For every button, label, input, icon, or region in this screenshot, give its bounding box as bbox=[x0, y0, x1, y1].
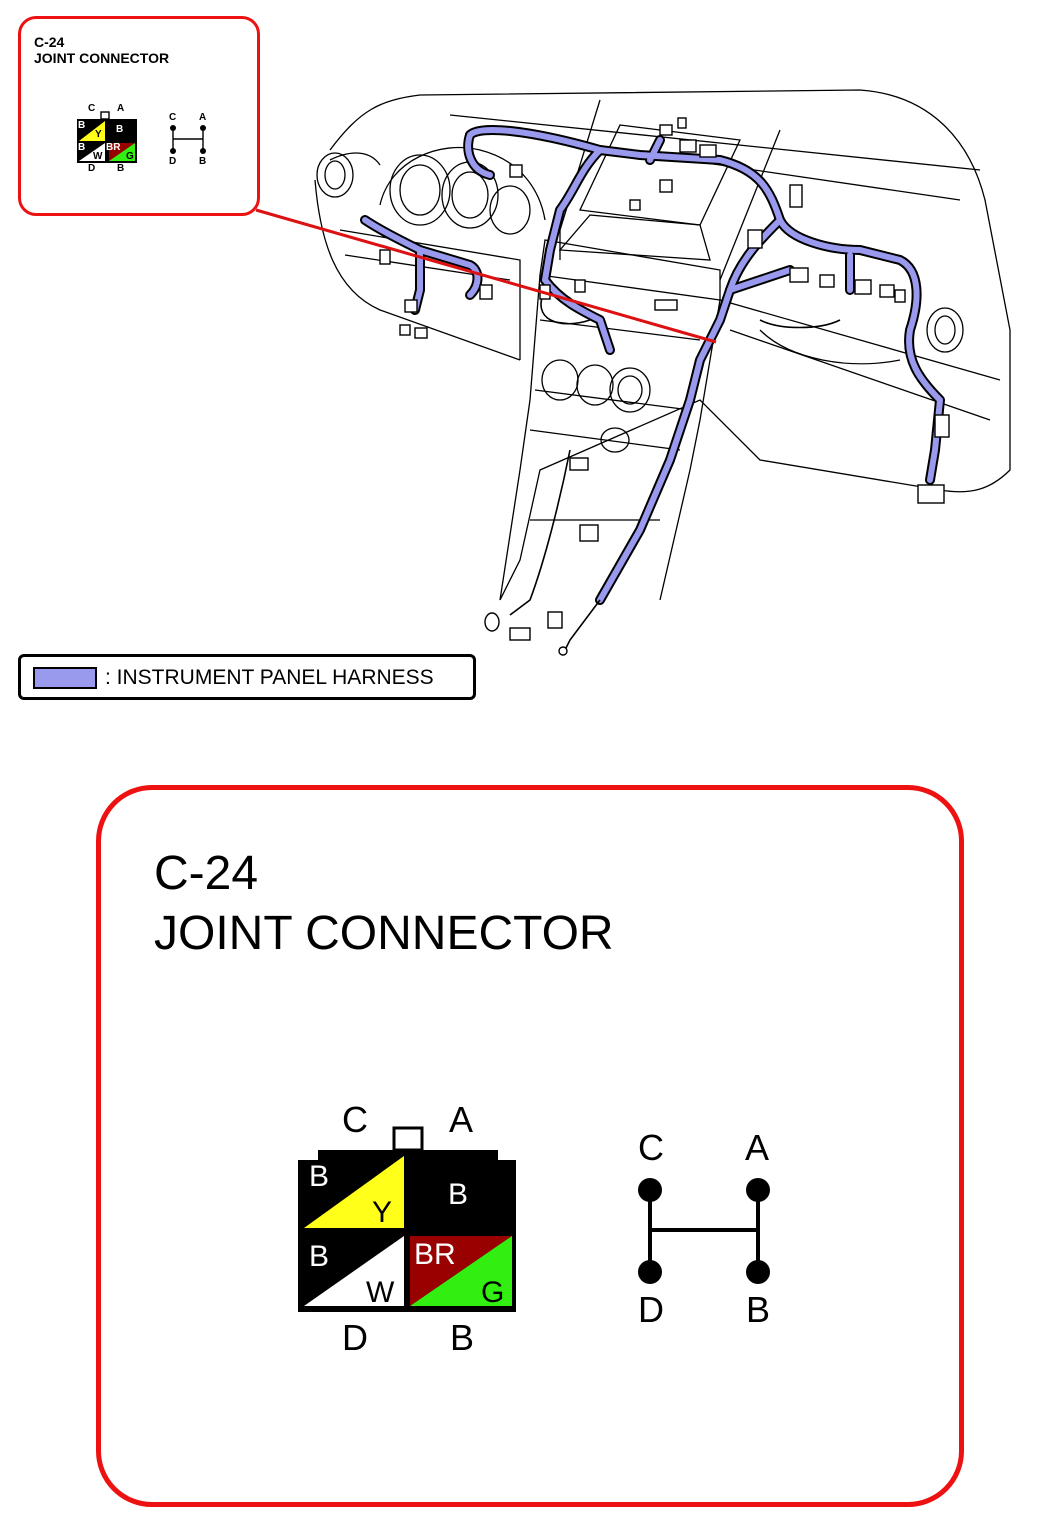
small-schematic-label-d: D bbox=[169, 156, 177, 167]
small-cell-b-upper: BR bbox=[106, 142, 121, 153]
cell-d-upper-color: B bbox=[309, 1240, 330, 1273]
cell-d-white-region bbox=[304, 1236, 404, 1306]
small-cell-a-label: B bbox=[116, 124, 124, 135]
small-cell-d-upper: B bbox=[78, 142, 86, 153]
small-callout-name: JOINT CONNECTOR bbox=[34, 50, 170, 66]
cell-c-yellow-region bbox=[304, 1156, 404, 1228]
small-callout-code: C-24 bbox=[34, 34, 65, 50]
schematic-node-d bbox=[638, 1260, 662, 1284]
schematic-label-c: C bbox=[638, 1127, 664, 1168]
terminal-label-c: C bbox=[342, 1099, 368, 1140]
schematic-node-c bbox=[638, 1178, 662, 1202]
cell-a-color: B bbox=[448, 1178, 469, 1211]
small-cell-c-lower: Y bbox=[95, 129, 102, 140]
schematic-node-b bbox=[746, 1260, 770, 1284]
cell-d-lower-color: W bbox=[366, 1276, 395, 1309]
cell-c-lower-color: Y bbox=[372, 1196, 393, 1229]
schematic-label-b: B bbox=[746, 1289, 771, 1330]
cell-b-green-region bbox=[410, 1236, 512, 1306]
schematic-node-a bbox=[746, 1178, 770, 1202]
schematic-label-a: A bbox=[745, 1127, 770, 1168]
small-cell-d-lower: W bbox=[93, 151, 103, 162]
small-terminal-label-a: A bbox=[117, 103, 125, 114]
harness-legend: : INSTRUMENT PANEL HARNESS bbox=[18, 654, 476, 700]
harness-legend-swatch bbox=[33, 667, 97, 689]
small-cell-b-lower: G bbox=[126, 151, 134, 162]
harness-legend-text: : INSTRUMENT PANEL HARNESS bbox=[105, 666, 434, 689]
cell-b-upper-color: BR bbox=[414, 1238, 456, 1271]
small-schematic-label-b: B bbox=[199, 156, 207, 167]
cell-b-lower-color: G bbox=[481, 1276, 505, 1309]
schematic-label-d: D bbox=[638, 1289, 664, 1330]
large-connector-callout bbox=[96, 785, 964, 1507]
small-cell-c-upper: B bbox=[78, 120, 86, 131]
small-schematic-label-c: C bbox=[169, 112, 177, 123]
large-callout-name: JOINT CONNECTOR bbox=[154, 907, 614, 960]
terminal-label-b: B bbox=[450, 1317, 475, 1358]
cell-c-upper-color: B bbox=[309, 1160, 330, 1193]
small-terminal-label-c: C bbox=[88, 103, 96, 114]
large-callout-code: C-24 bbox=[154, 847, 259, 900]
small-schematic-label-a: A bbox=[199, 112, 207, 123]
small-connector-callout bbox=[18, 16, 260, 216]
small-terminal-label-b: B bbox=[117, 163, 125, 174]
terminal-label-a: A bbox=[449, 1099, 474, 1140]
small-terminal-label-d: D bbox=[88, 163, 96, 174]
terminal-label-d: D bbox=[342, 1317, 368, 1358]
